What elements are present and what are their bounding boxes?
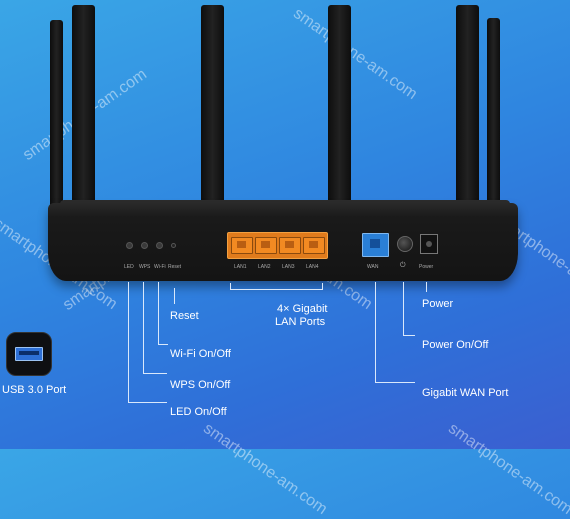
antenna — [72, 5, 95, 208]
antenna — [201, 5, 224, 210]
power-jack-label: Power — [419, 264, 434, 270]
wifi-button[interactable] — [156, 242, 163, 249]
reset-callout: Reset — [170, 310, 199, 322]
lan-port-block — [227, 232, 328, 259]
leader-line — [143, 282, 144, 373]
wan-port[interactable] — [362, 233, 389, 257]
lan-port-1[interactable] — [231, 237, 253, 254]
power-callout: Power — [422, 298, 454, 310]
reset-button[interactable] — [171, 243, 176, 248]
leader-line — [174, 288, 175, 304]
lan-port-3[interactable] — [279, 237, 301, 254]
leader-line — [230, 289, 323, 290]
usb-port[interactable] — [15, 347, 43, 361]
led-button[interactable] — [126, 242, 133, 249]
power-onoff-callout: Power On/Off — [422, 339, 489, 351]
led-label: LED — [124, 264, 134, 270]
wps-label: WPS — [139, 264, 151, 270]
reset-label: Reset — [168, 264, 182, 270]
wan-label: WAN — [367, 264, 379, 270]
antenna — [456, 5, 479, 208]
lan1-label: LAN1 — [234, 264, 247, 270]
leader-line — [375, 382, 415, 383]
lan3-label: LAN3 — [282, 264, 295, 270]
usb-callout: USB 3.0 Port — [2, 384, 67, 396]
lan-port-4[interactable] — [303, 237, 325, 254]
antenna — [50, 20, 63, 208]
wifi-callout: Wi-Fi On/Off — [170, 348, 231, 360]
leader-line — [158, 282, 159, 344]
leader-line — [403, 282, 404, 335]
leader-line — [128, 282, 129, 402]
leader-line — [230, 283, 231, 289]
watermark: smartphone-am.com — [200, 420, 331, 519]
watermark: smartphone-am.com — [290, 5, 421, 104]
power-symbol-icon: ⏻ — [400, 262, 406, 269]
wps-callout: WPS On/Off — [170, 379, 231, 391]
lan-port-2[interactable] — [255, 237, 277, 254]
wan-callout: Gigabit WAN Port — [422, 387, 509, 399]
lan-callout-line1: 4× Gigabit — [277, 303, 328, 315]
lan4-label: LAN4 — [306, 264, 319, 270]
power-jack[interactable] — [420, 234, 438, 254]
wps-button[interactable] — [141, 242, 148, 249]
leader-line — [426, 282, 427, 292]
led-callout: LED On/Off — [170, 406, 227, 418]
leader-line — [158, 344, 168, 345]
power-button[interactable] — [397, 236, 413, 252]
lan-callout-line2: LAN Ports — [275, 316, 326, 328]
lan2-label: LAN2 — [258, 264, 271, 270]
leader-line — [403, 335, 415, 336]
leader-line — [128, 402, 167, 403]
leader-line — [375, 282, 376, 382]
wifi-label: Wi-Fi — [154, 264, 166, 270]
antenna — [487, 18, 500, 208]
leader-line — [143, 373, 167, 374]
leader-line — [322, 283, 323, 289]
antenna — [328, 5, 351, 210]
watermark: smartphone-am.com — [445, 420, 570, 519]
usb-port-inset — [6, 332, 52, 376]
